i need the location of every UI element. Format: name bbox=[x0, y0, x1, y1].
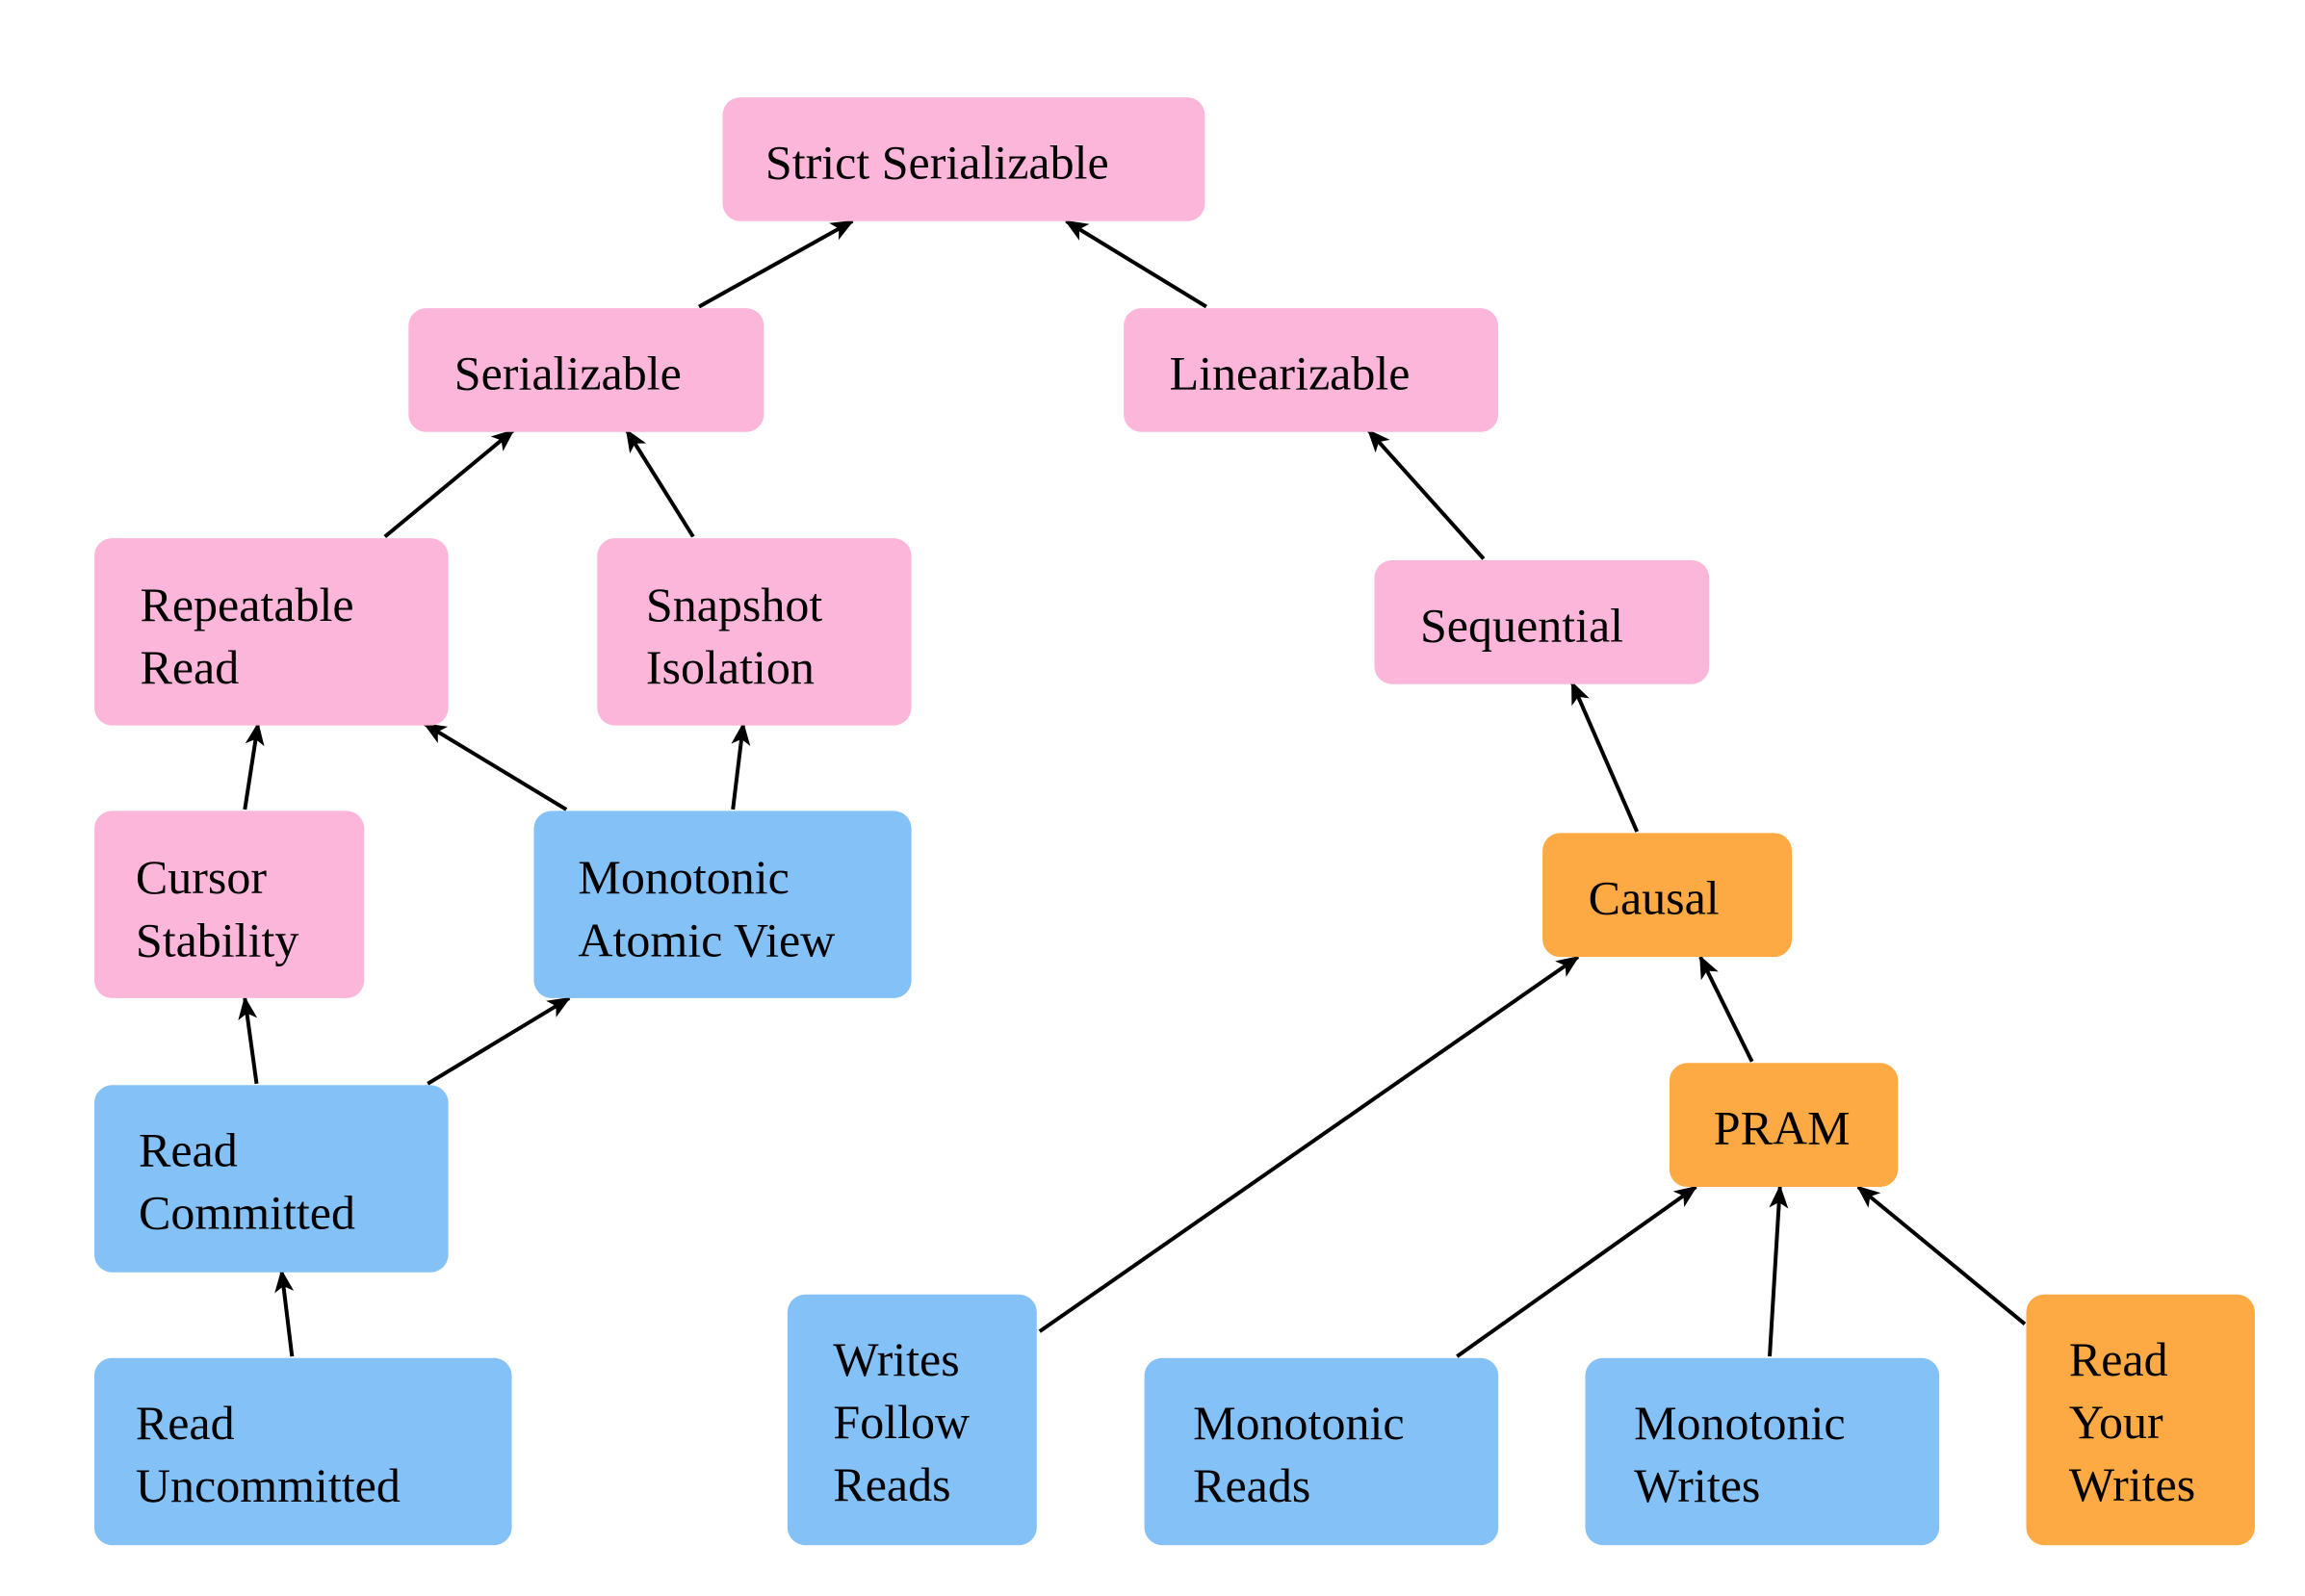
edge-linearizable-to-strict-serializable bbox=[1064, 219, 1207, 309]
edge-arrow-monotonic-writes-to-pram bbox=[1768, 1185, 1789, 1357]
edge-monotonic-atomic-view-to-repeatable-read bbox=[423, 722, 568, 811]
edge-arrow-monotonic-reads-to-pram bbox=[1456, 1185, 1698, 1358]
edge-read-uncommitted-to-read-committed bbox=[274, 1269, 295, 1357]
node-box-repeatable-read bbox=[94, 538, 449, 726]
edge-arrow-pram-to-causal bbox=[1698, 955, 1754, 1063]
edge-arrow-writes-follow-reads-to-causal bbox=[1038, 955, 1580, 1333]
node-strict-serializable: Strict Serializable bbox=[722, 97, 1205, 221]
node-pram: PRAM bbox=[1669, 1063, 1899, 1187]
node-label-linearizable-line-1: Linearizable bbox=[1170, 346, 1411, 399]
node-label-snapshot-isolation-line-2: Isolation bbox=[646, 640, 815, 694]
edges-layer bbox=[238, 219, 2027, 1358]
node-linearizable: Linearizable bbox=[1124, 308, 1499, 432]
node-serializable: Serializable bbox=[408, 308, 764, 432]
node-label-cursor-stability-line-2: Stability bbox=[136, 913, 298, 966]
node-label-monotonic-atomic-view-line-2: Atomic View bbox=[578, 913, 835, 966]
edge-snapshot-isolation-to-serializable bbox=[625, 428, 695, 538]
edge-arrow-read-committed-to-monotonic-atomic-view bbox=[427, 996, 571, 1086]
edge-arrow-repeatable-read-to-serializable bbox=[383, 428, 515, 539]
edge-arrow-read-uncommitted-to-read-committed bbox=[274, 1269, 295, 1357]
edge-arrow-monotonic-atomic-view-to-repeatable-read bbox=[423, 722, 568, 811]
node-box-pram bbox=[1669, 1063, 1899, 1187]
node-label-monotonic-reads-line-2: Reads bbox=[1193, 1458, 1310, 1512]
node-label-sequential-line-1: Sequential bbox=[1420, 598, 1623, 652]
edge-arrow-monotonic-atomic-view-to-snapshot-isolation bbox=[731, 722, 751, 811]
edge-arrow-serializable-to-strict-serializable bbox=[698, 219, 855, 309]
node-label-read-your-writes-line-2: Your bbox=[2069, 1395, 2163, 1449]
node-box-writes-follow-reads bbox=[787, 1294, 1037, 1546]
node-box-serializable bbox=[408, 308, 764, 432]
node-label-monotonic-writes-line-2: Writes bbox=[1634, 1458, 1760, 1512]
node-label-writes-follow-reads-line-1: Writes bbox=[833, 1332, 959, 1386]
node-label-pram-line-1: PRAM bbox=[1714, 1101, 1851, 1155]
node-box-monotonic-reads bbox=[1144, 1357, 1499, 1546]
edge-arrow-sequential-to-linearizable bbox=[1366, 428, 1486, 560]
node-box-monotonic-atomic-view bbox=[533, 811, 912, 998]
edge-arrow-linearizable-to-strict-serializable bbox=[1064, 219, 1207, 309]
edge-monotonic-reads-to-pram bbox=[1456, 1185, 1698, 1358]
node-box-causal bbox=[1542, 833, 1792, 958]
node-label-causal-line-1: Causal bbox=[1589, 871, 1720, 925]
node-box-snapshot-isolation bbox=[597, 538, 912, 726]
edge-arrow-read-your-writes-to-pram bbox=[1856, 1185, 2027, 1326]
edge-arrow-cursor-stability-to-repeatable-read bbox=[243, 722, 265, 811]
node-label-read-uncommitted-line-1: Read bbox=[136, 1396, 235, 1450]
node-label-repeatable-read-line-1: Repeatable bbox=[141, 578, 354, 631]
node-label-monotonic-writes-line-1: Monotonic bbox=[1634, 1396, 1845, 1450]
edge-pram-to-causal bbox=[1698, 955, 1754, 1063]
node-box-linearizable bbox=[1124, 308, 1499, 432]
node-label-read-committed-line-2: Committed bbox=[139, 1186, 355, 1240]
edge-arrow-read-committed-to-cursor-stability bbox=[238, 995, 259, 1085]
node-label-writes-follow-reads-line-2: Follow bbox=[833, 1395, 970, 1449]
edge-causal-to-sequential bbox=[1569, 681, 1640, 833]
edge-writes-follow-reads-to-causal bbox=[1038, 955, 1580, 1333]
node-label-serializable-line-1: Serializable bbox=[454, 346, 682, 399]
edge-monotonic-atomic-view-to-snapshot-isolation bbox=[731, 722, 751, 811]
node-sequential: Sequential bbox=[1374, 560, 1710, 684]
node-box-cursor-stability bbox=[94, 811, 365, 998]
node-label-repeatable-read-line-2: Read bbox=[141, 640, 240, 694]
node-label-read-uncommitted-line-2: Uncommitted bbox=[136, 1458, 401, 1512]
node-label-read-committed-line-1: Read bbox=[139, 1123, 238, 1177]
edge-serializable-to-strict-serializable bbox=[698, 219, 855, 309]
node-box-read-uncommitted bbox=[94, 1357, 512, 1546]
node-label-read-your-writes-line-3: Writes bbox=[2069, 1457, 2195, 1511]
edge-repeatable-read-to-serializable bbox=[383, 428, 515, 539]
edge-arrow-snapshot-isolation-to-serializable bbox=[625, 428, 695, 538]
edge-read-your-writes-to-pram bbox=[1856, 1185, 2027, 1326]
edge-arrow-causal-to-sequential bbox=[1569, 681, 1640, 833]
node-label-read-your-writes-line-1: Read bbox=[2069, 1332, 2168, 1386]
node-box-strict-serializable bbox=[722, 97, 1205, 221]
node-box-sequential bbox=[1374, 560, 1710, 684]
edge-monotonic-writes-to-pram bbox=[1768, 1185, 1789, 1357]
node-label-monotonic-reads-line-1: Monotonic bbox=[1193, 1396, 1404, 1450]
edge-sequential-to-linearizable bbox=[1366, 428, 1486, 560]
node-label-monotonic-atomic-view-line-1: Monotonic bbox=[578, 850, 789, 904]
edge-cursor-stability-to-repeatable-read bbox=[243, 722, 265, 811]
node-label-snapshot-isolation-line-1: Snapshot bbox=[646, 578, 822, 631]
edge-read-committed-to-monotonic-atomic-view bbox=[427, 996, 571, 1086]
node-box-read-committed bbox=[94, 1085, 449, 1273]
node-box-read-your-writes bbox=[2026, 1294, 2255, 1546]
node-causal: Causal bbox=[1542, 833, 1792, 958]
node-label-strict-serializable-line-1: Strict Serializable bbox=[765, 135, 1109, 189]
node-label-writes-follow-reads-line-3: Reads bbox=[833, 1457, 950, 1511]
node-label-cursor-stability-line-1: Cursor bbox=[136, 850, 267, 904]
edge-read-committed-to-cursor-stability bbox=[238, 995, 259, 1085]
node-box-monotonic-writes bbox=[1585, 1357, 1940, 1546]
